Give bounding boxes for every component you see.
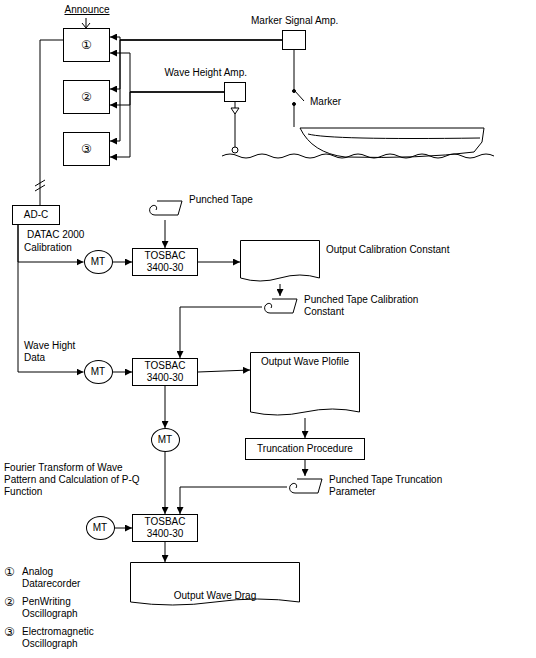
flow-connector bbox=[198, 370, 250, 372]
hull-line bbox=[308, 134, 480, 139]
document-outline bbox=[241, 241, 320, 282]
computer-box: TOSBAC 3400-30 bbox=[132, 514, 198, 542]
amplifier-box: Wave Height Amp. bbox=[224, 82, 246, 102]
probe-symbol bbox=[231, 108, 239, 114]
announce-arrow bbox=[86, 18, 87, 27]
flow-connector bbox=[280, 284, 281, 296]
flow-connector bbox=[110, 40, 282, 89]
magnetic-tape: MT bbox=[86, 516, 115, 540]
node-heading: Output Calibration Constant bbox=[326, 244, 466, 256]
document-outline bbox=[130, 562, 300, 608]
node-heading: Punched Tape bbox=[189, 194, 269, 206]
legend-text: Electromagnetic Oscillograph bbox=[22, 626, 118, 650]
ship-hull bbox=[300, 128, 484, 157]
annotation: Marker bbox=[310, 96, 360, 108]
flow-connector bbox=[305, 460, 306, 476]
legend-number: ② bbox=[4, 596, 20, 608]
legend-text: PenWriting Oscillograph bbox=[22, 596, 112, 620]
node-label: MT bbox=[88, 366, 108, 378]
flow-connector bbox=[180, 487, 287, 514]
document-outline bbox=[131, 563, 300, 606]
legend-text: Analog Datarecorder bbox=[22, 566, 112, 590]
flow-connector bbox=[110, 92, 224, 105]
node-heading: Punched Tape Truncation Parameter bbox=[329, 474, 444, 498]
node-label: ③ bbox=[78, 143, 95, 155]
annotation: Calibration bbox=[24, 242, 86, 254]
tape-outline bbox=[265, 299, 297, 313]
node-label: TOSBAC 3400-30 bbox=[133, 250, 197, 274]
magnetic-tape: MT bbox=[151, 428, 180, 452]
computer-box: TOSBAC 3400-30 bbox=[132, 248, 198, 276]
flow-connector bbox=[198, 262, 240, 263]
document-outline bbox=[240, 240, 320, 284]
water-surface bbox=[222, 154, 494, 158]
node-label: MT bbox=[88, 256, 108, 268]
punched-tape: Punched Tape Truncation Parameter bbox=[287, 476, 323, 498]
node-label: TOSBAC 3400-30 bbox=[133, 360, 197, 384]
node-label: ② bbox=[78, 91, 95, 103]
amplifier-box: Marker Signal Amp. bbox=[282, 30, 306, 50]
tape-outline bbox=[150, 201, 182, 215]
node-label: MT bbox=[90, 522, 110, 534]
flow-connector bbox=[113, 372, 133, 373]
node-heading: Punched Tape Calibration Constant bbox=[304, 294, 419, 318]
computer-box: TOSBAC 3400-30 bbox=[132, 358, 198, 386]
switch-contact bbox=[293, 103, 296, 106]
node-heading: Output Wave Drag bbox=[130, 590, 300, 602]
output-document: Output Calibration Constant bbox=[240, 240, 320, 284]
tape-outline bbox=[290, 479, 322, 493]
flow-connector bbox=[165, 542, 166, 562]
switch-contact bbox=[293, 90, 296, 93]
flow-connector bbox=[165, 386, 166, 428]
node-heading: Marker Signal Amp. bbox=[251, 15, 361, 27]
node-label: MT bbox=[155, 434, 175, 446]
node-label: Truncation Procedure bbox=[254, 443, 356, 455]
recorder-box: ③ bbox=[63, 132, 110, 166]
recorder-box: ① bbox=[63, 28, 110, 62]
legend-number: ① bbox=[4, 566, 20, 578]
flow-connector bbox=[110, 92, 224, 157]
punched-tape: Punched Tape Calibration Constant bbox=[262, 296, 298, 318]
document-outline bbox=[251, 353, 360, 416]
annotation: Wave Hight Data bbox=[24, 340, 82, 364]
node-label: TOSBAC 3400-30 bbox=[133, 516, 197, 540]
flow-connector bbox=[110, 40, 282, 141]
tape-outline bbox=[287, 476, 323, 498]
converter-box: AD-CDATAC 2000 bbox=[12, 205, 60, 225]
output-document: Output Wave Drag bbox=[130, 562, 300, 608]
process-box: Truncation Procedure bbox=[245, 438, 365, 460]
node-heading: Wave Height Amp. bbox=[145, 67, 247, 79]
node-label: AD-C bbox=[21, 209, 51, 221]
flow-connector bbox=[40, 40, 63, 205]
node-label: ① bbox=[78, 39, 95, 51]
node-heading: DATAC 2000 bbox=[27, 229, 107, 241]
flow-connector bbox=[305, 418, 306, 438]
annotation: Fourier Transform of Wave Pattern and Ca… bbox=[4, 462, 150, 498]
punched-tape: Punched Tape bbox=[147, 198, 183, 220]
wave-probe bbox=[232, 147, 238, 153]
legend-number: ③ bbox=[4, 626, 20, 638]
magnetic-tape: MT bbox=[84, 360, 113, 384]
magnetic-tape: MT bbox=[84, 250, 113, 274]
flow-connector bbox=[115, 528, 133, 529]
annotation: Announce bbox=[62, 4, 112, 16]
recorder-box: ② bbox=[63, 80, 110, 114]
flow-connector bbox=[180, 307, 262, 358]
flow-connector bbox=[165, 452, 166, 514]
flow-connector bbox=[113, 262, 133, 263]
marker-switch bbox=[294, 50, 304, 127]
tape-outline bbox=[147, 198, 183, 220]
node-heading: Output Wave Plofile bbox=[250, 356, 360, 368]
tape-outline bbox=[262, 296, 298, 318]
flow-connector bbox=[165, 220, 166, 248]
output-document: Output Wave Plofile bbox=[250, 352, 360, 418]
